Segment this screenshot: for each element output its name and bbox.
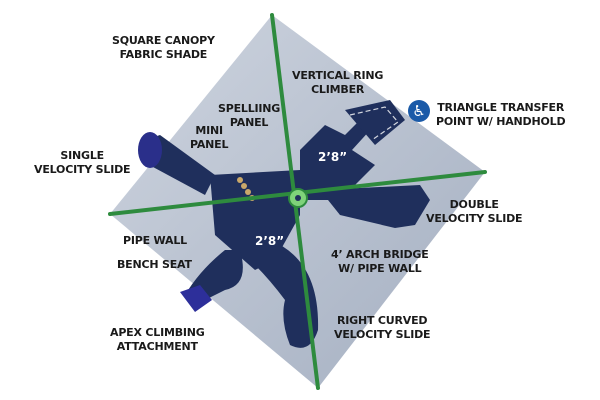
upper-deck-height: 2’8” — [318, 150, 348, 164]
slide-end — [138, 132, 162, 168]
upper-deck — [300, 115, 375, 200]
lower-deck-height: 2’8” — [255, 234, 285, 248]
apex-climbing-attachment — [180, 285, 212, 312]
transfer-point — [345, 100, 405, 145]
label-bench-seat: BENCH SEAT — [117, 258, 192, 271]
label-pipe-wall: PIPE WALL — [123, 234, 187, 247]
double-velocity-slide — [320, 185, 430, 228]
wheelchair-icon: ♿ — [408, 100, 430, 122]
